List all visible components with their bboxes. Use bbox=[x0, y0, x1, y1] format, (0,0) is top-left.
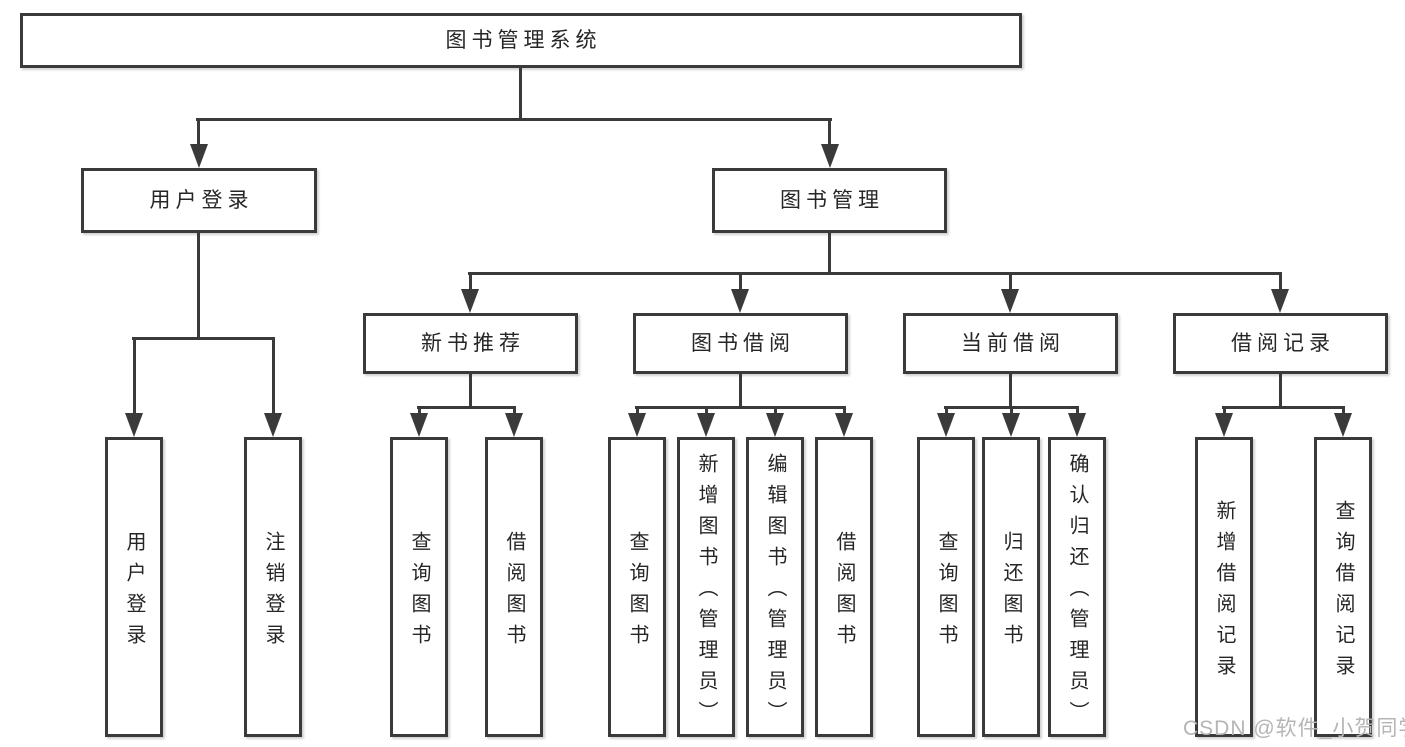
node-book-management: 图书管理 bbox=[712, 168, 947, 233]
connector-currentborrow-trunk bbox=[1009, 374, 1012, 409]
node-leaf-confirm-return-admin: 确认归还（管理员） bbox=[1048, 437, 1106, 737]
connector-newbook-trunk bbox=[469, 374, 472, 409]
node-library-system: 图书管理系统 bbox=[20, 13, 1022, 68]
arrowhead-borrow-books-1 bbox=[505, 413, 523, 437]
node-leaf-edit-book-admin: 编辑图书（管理员） bbox=[746, 437, 804, 737]
node-leaf-add-borrow-record: 新增借阅记录 bbox=[1195, 437, 1253, 737]
connector-records-bar bbox=[1222, 406, 1345, 409]
connector-user-login-trunk bbox=[197, 233, 200, 340]
connector-to-book-management bbox=[828, 121, 831, 147]
node-current-borrow: 当前借阅 bbox=[903, 313, 1118, 374]
arrowhead-book-borrow bbox=[731, 289, 749, 313]
node-label: 查询图书 bbox=[626, 530, 648, 655]
node-label: 用户登录 bbox=[149, 188, 254, 212]
connector-to-borrow-records bbox=[1279, 275, 1282, 291]
node-label: 借阅图书 bbox=[503, 530, 525, 655]
node-label: 借阅图书 bbox=[833, 530, 855, 655]
node-label: 查询借阅记录 bbox=[1332, 499, 1354, 686]
arrowhead-query-books-1 bbox=[410, 413, 428, 437]
arrowhead-book-management bbox=[821, 144, 839, 168]
node-label: 注销登录 bbox=[262, 530, 284, 655]
connector-to-user-login bbox=[197, 121, 200, 147]
node-label: 用户登录 bbox=[123, 530, 145, 655]
node-label: 当前借阅 bbox=[961, 331, 1065, 355]
connector-currentborrow-bar bbox=[944, 406, 1079, 409]
connector-to-leaf-logout bbox=[272, 340, 275, 415]
node-label: 图书借阅 bbox=[691, 331, 795, 355]
csdn-watermark: CSDN @软件_小贺同学 bbox=[1183, 717, 1405, 740]
arrowhead-query-record bbox=[1334, 413, 1352, 437]
arrowhead-add-book bbox=[697, 413, 715, 437]
arrowhead-add-record bbox=[1215, 413, 1233, 437]
node-leaf-add-book-admin: 新增图书（管理员） bbox=[677, 437, 735, 737]
node-leaf-logout: 注销登录 bbox=[244, 437, 302, 737]
node-leaf-query-books-current: 查询图书 bbox=[917, 437, 975, 737]
connector-to-book-borrow bbox=[739, 275, 742, 291]
node-label: 图书管理系统 bbox=[445, 28, 602, 52]
connector-book-mgmt-trunk bbox=[828, 233, 831, 275]
node-leaf-return-books: 归还图书 bbox=[982, 437, 1040, 737]
node-new-book-recommend: 新书推荐 bbox=[363, 313, 578, 374]
node-label: 新增图书（管理员） bbox=[695, 453, 717, 732]
arrowhead-leaf-logout bbox=[264, 413, 282, 437]
arrowhead-query-books-3 bbox=[937, 413, 955, 437]
arrowhead-query-books-2 bbox=[628, 413, 646, 437]
arrowhead-borrow-books-2 bbox=[835, 413, 853, 437]
connector-root-trunk bbox=[519, 68, 522, 121]
node-label: 归还图书 bbox=[1000, 530, 1022, 655]
arrowhead-borrow-records bbox=[1271, 289, 1289, 313]
node-label: 查询图书 bbox=[408, 530, 430, 655]
arrowhead-confirm-return bbox=[1068, 413, 1086, 437]
node-label: 新增借阅记录 bbox=[1213, 499, 1235, 686]
arrowhead-leaf-user-login bbox=[125, 413, 143, 437]
arrowhead-new-book bbox=[461, 289, 479, 313]
node-leaf-query-borrow-record: 查询借阅记录 bbox=[1314, 437, 1372, 737]
node-leaf-query-books-borrow: 查询图书 bbox=[608, 437, 666, 737]
connector-bookborrow-bar bbox=[635, 406, 846, 409]
node-leaf-borrow-books: 借阅图书 bbox=[815, 437, 873, 737]
connector-to-current-borrow bbox=[1009, 275, 1012, 291]
connector-level2-bar bbox=[196, 118, 832, 121]
node-leaf-user-login: 用户登录 bbox=[105, 437, 163, 737]
arrowhead-current-borrow bbox=[1001, 289, 1019, 313]
connector-newbook-bar bbox=[417, 406, 516, 409]
node-label: 新书推荐 bbox=[421, 331, 525, 355]
connector-level3-bar bbox=[468, 272, 1282, 275]
connector-bookborrow-trunk bbox=[739, 374, 742, 409]
node-leaf-borrow-books-recommend: 借阅图书 bbox=[485, 437, 543, 737]
node-label: 查询图书 bbox=[935, 530, 957, 655]
node-user-login: 用户登录 bbox=[81, 168, 317, 233]
node-label: 确认归还（管理员） bbox=[1066, 453, 1088, 732]
node-label: 编辑图书（管理员） bbox=[764, 453, 786, 732]
arrowhead-edit-book bbox=[766, 413, 784, 437]
connector-user-login-bar bbox=[132, 337, 275, 340]
connector-to-leaf-user-login bbox=[133, 340, 136, 415]
node-book-borrow: 图书借阅 bbox=[633, 313, 848, 374]
arrowhead-user-login bbox=[190, 144, 208, 168]
node-borrow-records: 借阅记录 bbox=[1173, 313, 1388, 374]
node-leaf-query-books-recommend: 查询图书 bbox=[390, 437, 448, 737]
connector-records-trunk bbox=[1279, 374, 1282, 409]
connector-to-new-book bbox=[469, 275, 472, 291]
node-label: 借阅记录 bbox=[1231, 331, 1335, 355]
node-label: 图书管理 bbox=[780, 188, 884, 212]
arrowhead-return-books bbox=[1002, 413, 1020, 437]
